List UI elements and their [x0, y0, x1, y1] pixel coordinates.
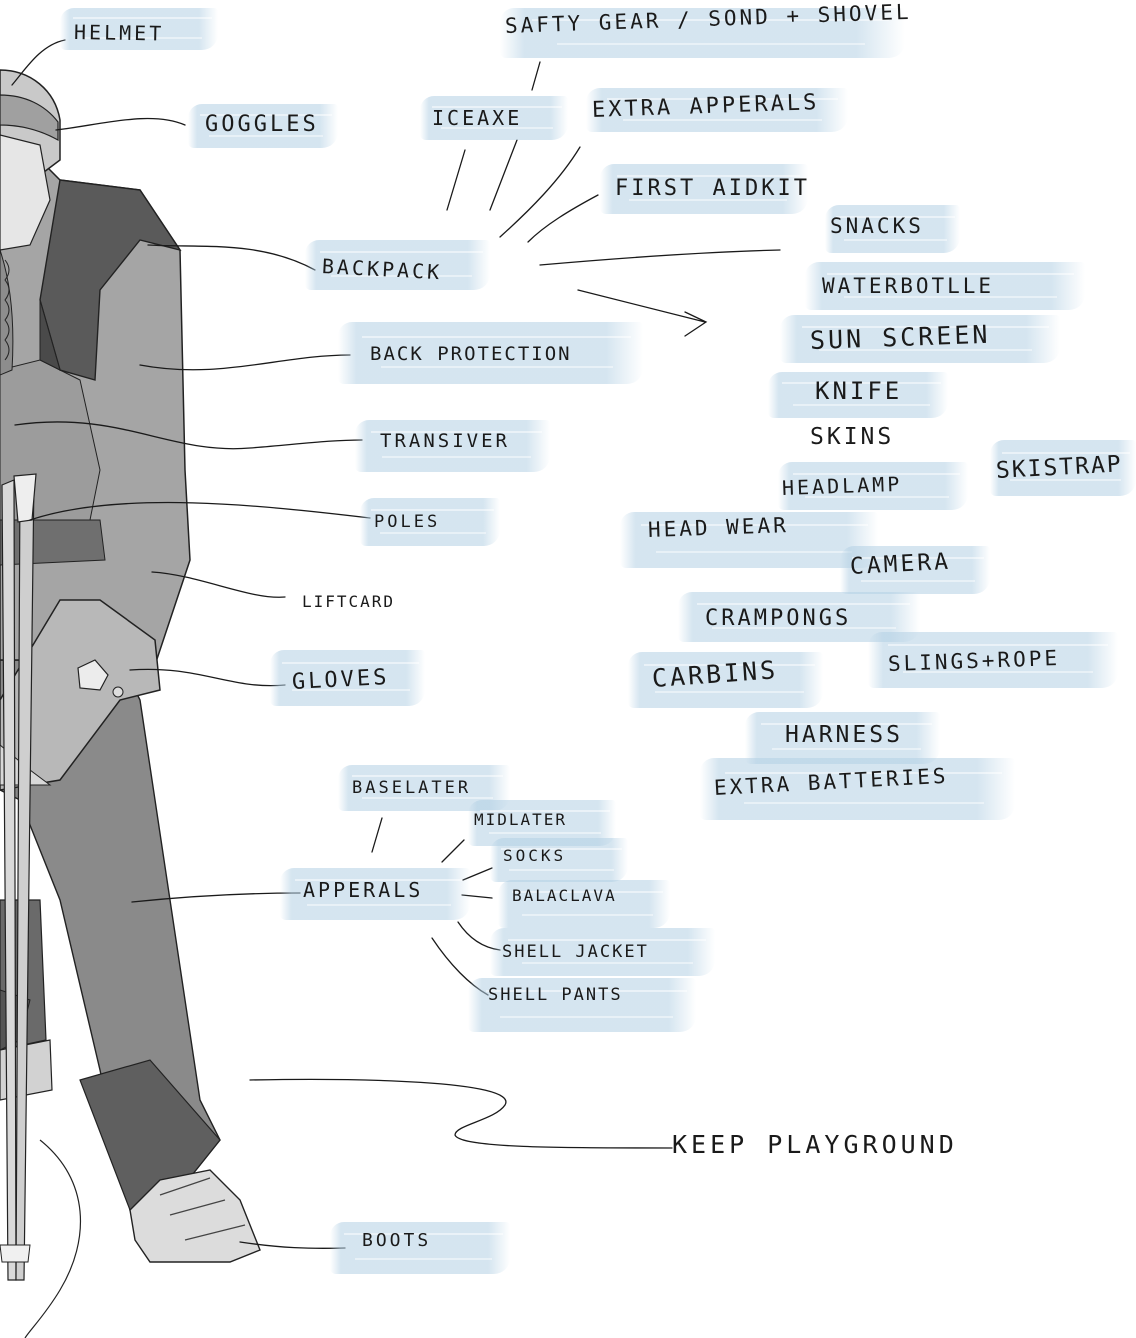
leader-goggles — [56, 119, 185, 130]
label-shell-pants: SHELL PANTS — [488, 985, 623, 1005]
label-knife: KNIFE — [815, 377, 902, 405]
label-back-protection: BACK PROTECTION — [370, 343, 572, 365]
label-keep-playground: KEEP PLAYGROUND — [672, 1130, 958, 1159]
label-snacks: SNACKS — [830, 214, 924, 238]
leader-safety-gear — [532, 62, 540, 90]
leader-iceaxe-1 — [447, 150, 465, 210]
label-midlayer: MIDLATER — [474, 810, 567, 829]
leader-extra-apperals — [500, 147, 580, 237]
label-goggles: GOGGLES — [205, 112, 319, 137]
label-skins: SKINS — [810, 424, 894, 450]
leader-backpack — [148, 245, 315, 270]
label-baselayer: BASELATER — [352, 778, 471, 798]
leader-back-protection — [140, 355, 350, 370]
leader-helmet — [12, 40, 65, 85]
label-shell-jacket: SHELL JACKET — [502, 942, 649, 962]
label-boots: BOOTS — [362, 1230, 431, 1251]
leader-keep-playground — [250, 1079, 672, 1148]
label-ice-axe: ICEAXE — [432, 106, 522, 130]
leader-baselayer — [372, 818, 382, 852]
label-poles: POLES — [374, 512, 440, 532]
leader-gloves — [130, 669, 285, 685]
leader-contents — [540, 250, 780, 265]
label-helmet: HELMET — [74, 20, 165, 46]
leader-transiver — [15, 422, 362, 449]
label-headlamp: HEADLAMP — [782, 472, 903, 500]
label-socks: SOCKS — [503, 846, 566, 865]
label-liftcard: LIFTCARD — [302, 592, 395, 611]
label-balaclava: BALACLAVA — [512, 886, 617, 905]
leader-liftcard — [152, 572, 285, 597]
label-harness: HARNESS — [785, 722, 903, 748]
leader-first-aid — [528, 195, 598, 242]
label-camera: CAMERA — [849, 549, 951, 580]
label-headwear: HEAD WEAR — [648, 513, 790, 542]
leader-iceaxe-2 — [490, 140, 517, 210]
leader-midlayer — [442, 840, 464, 862]
label-transiver: TRANSIVER — [380, 430, 510, 452]
label-apperals: APPERALS — [303, 878, 423, 902]
leader-poles — [30, 503, 370, 520]
label-gloves: GLOVES — [291, 665, 390, 695]
label-first-aid-kit: FIRST AIDKIT — [615, 176, 810, 201]
label-waterbottle: WATERBOTLLE — [822, 274, 994, 298]
leader-apperals — [132, 893, 300, 902]
label-crampons: CRAMPONGS — [705, 606, 851, 631]
